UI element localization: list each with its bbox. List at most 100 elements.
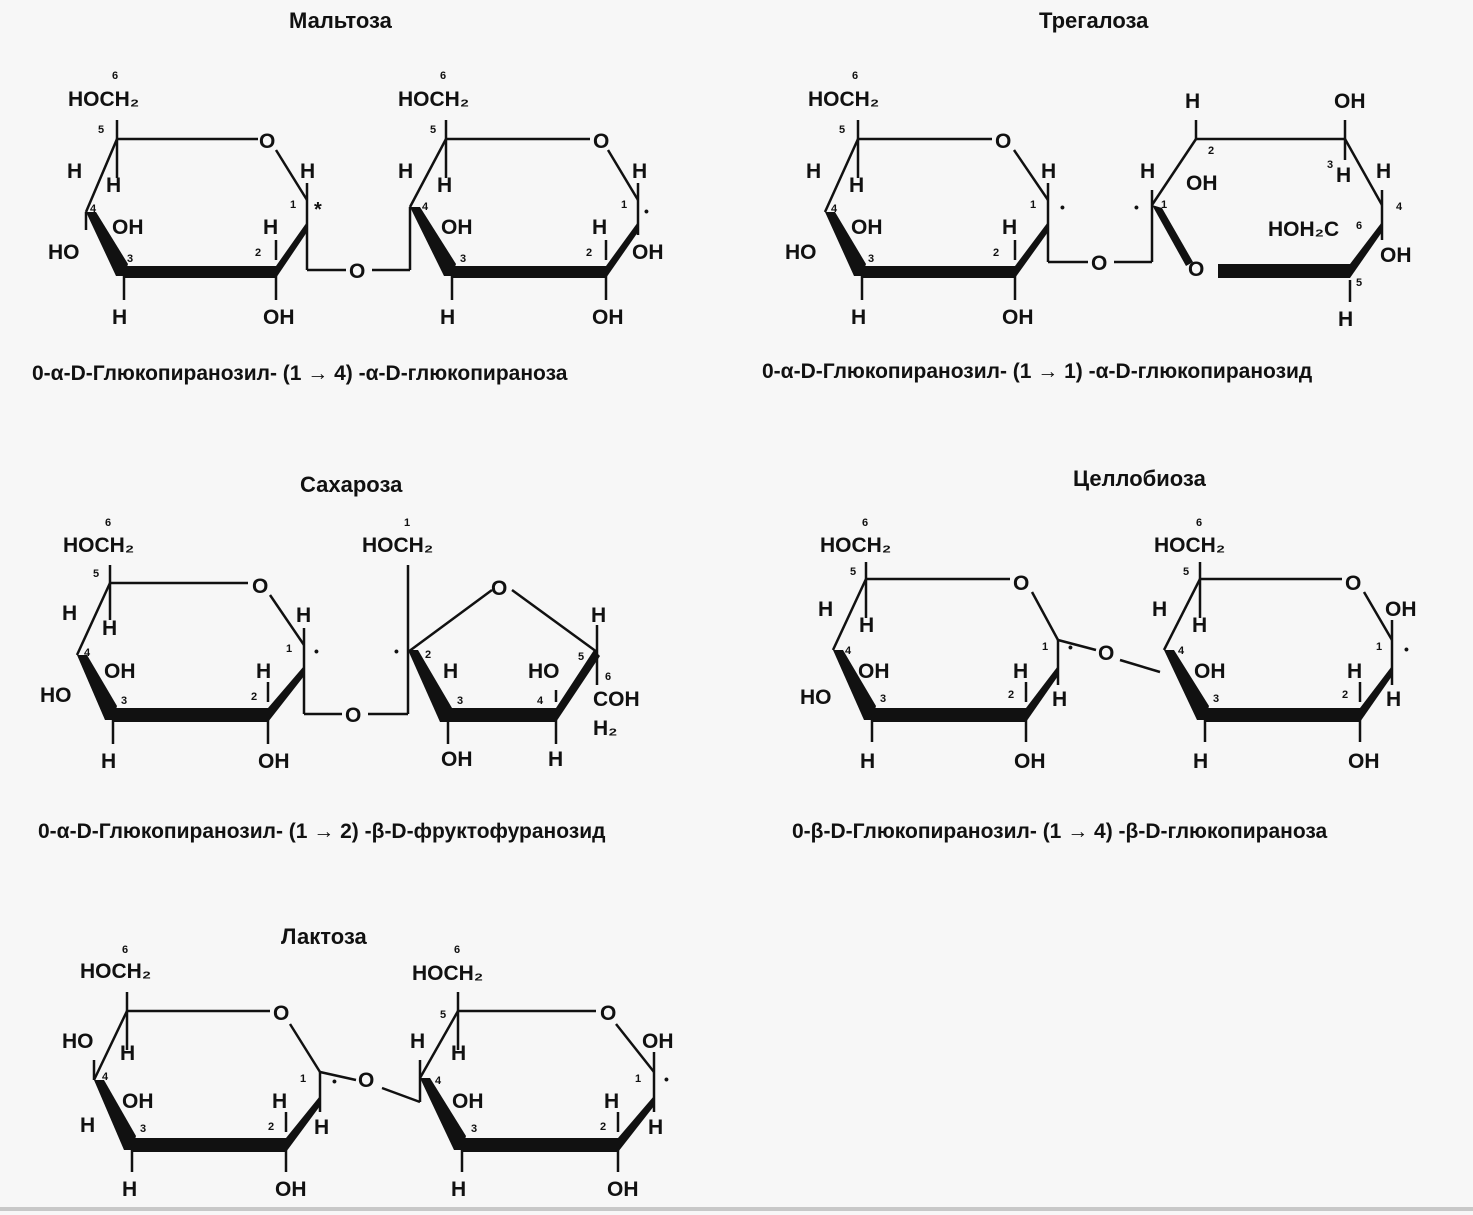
trehalose-num: 2 — [993, 247, 999, 259]
cellobiose-title: Целлобиоза — [1073, 466, 1206, 491]
sucrose-ring1-ho4: HO — [40, 684, 72, 707]
lactose-dot: • — [664, 1071, 669, 1087]
cellobiose-caption: 0-β-D-Глюкопиранозил- (1 → 4) -β-D-глюко… — [792, 820, 1328, 843]
maltose-ring2-h2: H — [592, 216, 607, 239]
maltose-num: 6 — [440, 70, 446, 82]
trehalose-ring1-hoch2: HOCH₂ — [808, 88, 879, 111]
sucrose-num: 3 — [457, 695, 463, 707]
trehalose-dot: • — [1060, 199, 1065, 215]
maltose-ring2-oh1: OH — [632, 241, 664, 264]
trehalose-ring1-ho4: HO — [785, 241, 817, 264]
sucrose-num: 5 — [93, 568, 99, 580]
lactose-num: 5 — [440, 1009, 446, 1021]
lactose-num: 4 — [102, 1071, 109, 1083]
cellobiose-ring2-h4: H — [1152, 598, 1167, 621]
maltose-num: 4 — [422, 201, 429, 213]
cellobiose-ring1-h5: H — [818, 598, 833, 621]
lactose-ring1-oh3: OH — [122, 1090, 154, 1113]
lactose-ring2-hoch2: HOCH₂ — [412, 962, 483, 985]
sucrose-ring1-h5: H — [62, 602, 77, 625]
cellobiose-ring1-h2: H — [1013, 660, 1028, 683]
cellobiose-num: 6 — [862, 517, 868, 529]
sucrose-ring1-h1: H — [296, 604, 311, 627]
maltose-ring1-o: O — [259, 130, 275, 153]
cellobiose-dot: • — [1404, 641, 1409, 657]
cellobiose-ring2-o: O — [1345, 572, 1361, 595]
lactose-num: 2 — [600, 1121, 606, 1133]
lactose-ring1-ho4: HO — [62, 1030, 94, 1053]
trehalose-ring1-h5: H — [806, 160, 821, 183]
cellobiose-ring2-h5: H — [1192, 614, 1207, 637]
lactose-ring1-hoch2: HOCH₂ — [80, 960, 151, 983]
trehalose-ring2-h3: H — [1336, 164, 1351, 187]
cellobiose-ring2-h2: H — [1347, 660, 1362, 683]
sucrose-ring1-oh2: OH — [258, 750, 290, 773]
sucrose-ring2-hoch2: HOCH₂ — [362, 534, 433, 557]
trehalose-num: 6 — [1356, 220, 1362, 232]
sucrose-ring2-h4: H — [548, 748, 563, 771]
lactose-ring1-oh2: OH — [275, 1178, 307, 1201]
maltose-num: 3 — [460, 253, 466, 265]
cellobiose-ring1-hoch2: HOCH₂ — [820, 534, 891, 557]
trehalose-ring1-h4: H — [849, 174, 864, 197]
lactose-num: 1 — [300, 1073, 306, 1085]
trehalose-num: 5 — [839, 124, 845, 136]
sucrose-ring1-h4: H — [102, 617, 117, 640]
maltose-star: * — [314, 199, 322, 221]
sucrose-ring2-h3: H — [443, 660, 458, 683]
maltose-ring1-oh2: OH — [263, 306, 295, 329]
cellobiose-num: 5 — [1183, 566, 1189, 578]
cellobiose-num: 4 — [845, 645, 852, 657]
lactose-ring2-oh3: OH — [452, 1090, 484, 1113]
trehalose-dot: • — [1134, 199, 1139, 215]
maltose-ring2-h5: H — [437, 174, 452, 197]
cellobiose-ring1-h1: H — [1052, 688, 1067, 711]
maltose-num: 5 — [98, 124, 104, 136]
sucrose-ring2-h5: H — [591, 604, 606, 627]
maltose-title: Мальтоза — [289, 8, 392, 33]
trehalose-num: 2 — [1208, 145, 1214, 157]
trehalose-num: 1 — [1161, 199, 1167, 211]
trehalose-ring2-oh-top: OH — [1334, 90, 1366, 113]
sucrose-num: 1 — [286, 643, 292, 655]
trehalose-num: 3 — [1327, 159, 1333, 171]
trehalose-ring1-h2: H — [1002, 216, 1017, 239]
cellobiose-num: 1 — [1042, 641, 1048, 653]
sucrose-ring1-hoch2: HOCH₂ — [63, 534, 134, 557]
trehalose-num: 6 — [852, 70, 858, 82]
trehalose-ring2-o: O — [1188, 258, 1204, 281]
cellobiose-num: 3 — [880, 693, 886, 705]
sucrose-num: 4 — [84, 647, 91, 659]
maltose-ring2-oh2: OH — [592, 306, 624, 329]
lactose-num: 6 — [122, 944, 128, 956]
cellobiose-ring2-hoch2: HOCH₂ — [1154, 534, 1225, 557]
cellobiose-bridge-o: O — [1098, 642, 1114, 665]
sucrose-num: 1 — [404, 517, 410, 529]
trehalose-ring2-oh2: OH — [1186, 172, 1218, 195]
maltose-num: 6 — [112, 70, 118, 82]
bottom-edge-line — [0, 1207, 1473, 1211]
trehalose-ring1-oh3: OH — [851, 216, 883, 239]
trehalose-ring2-h-top: H — [1185, 90, 1200, 113]
sucrose-bridge-o: O — [345, 704, 361, 727]
trehalose-ring2-h4: H — [1376, 160, 1391, 183]
lactose-num: 3 — [471, 1123, 477, 1135]
trehalose-ring2-h1: H — [1140, 160, 1155, 183]
trehalose-ring2-hoh2c: HOH₂C — [1268, 218, 1339, 241]
cellobiose-ring2-oh2: OH — [1348, 750, 1380, 773]
maltose-num: 3 — [127, 253, 133, 265]
lactose-ring2-h2: H — [604, 1090, 619, 1113]
maltose-num: 5 — [430, 124, 436, 136]
trehalose-num: 1 — [1030, 199, 1036, 211]
trehalose-ring1-h3: H — [851, 306, 866, 329]
sucrose-num: 6 — [105, 517, 111, 529]
sucrose-num: 3 — [121, 695, 127, 707]
cellobiose-ring1-oh2: OH — [1014, 750, 1046, 773]
lactose-title: Лактоза — [281, 924, 367, 949]
lactose-num: 1 — [635, 1073, 641, 1085]
lactose-ring1-h4: H — [80, 1114, 95, 1137]
trehalose-title: Трегалоза — [1039, 8, 1149, 33]
lactose-num: 4 — [435, 1075, 442, 1087]
maltose-ring1-oh3: OH — [112, 216, 144, 239]
